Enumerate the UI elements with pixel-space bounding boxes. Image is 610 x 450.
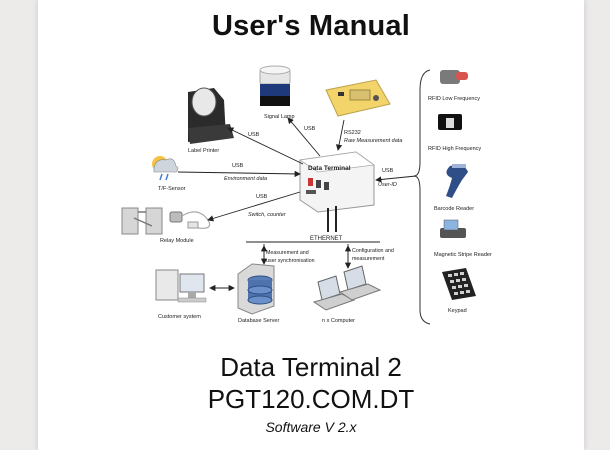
rfid-low-device: RFID Low Frequency: [428, 70, 480, 102]
link-measure: [335, 119, 345, 151]
user-id-label: User-ID: [378, 182, 397, 188]
data-terminal-device: Data Terminal: [298, 151, 376, 232]
rfid-high-label: RFID High Frequency: [428, 146, 481, 152]
manual-title: User's Manual: [211, 10, 411, 42]
computers-device: n x Computer: [312, 265, 382, 324]
link-lamp: [287, 117, 321, 157]
barcode-reader-device: Barcode Reader: [434, 164, 474, 212]
signal-lamp-label: Signal Lamp: [264, 114, 295, 120]
label-printer-label: Label Printer: [188, 148, 219, 154]
rfid-high-device: RFID High Frequency: [428, 114, 481, 152]
link-userid: [375, 175, 417, 183]
database-server-label: Database Server: [238, 318, 279, 324]
usb-printer-label: USB: [248, 132, 260, 138]
config-label-1: Configuration and: [352, 248, 394, 254]
computers-label: n x Computer: [322, 318, 355, 324]
rfid-low-label: RFID Low Frequency: [428, 96, 480, 102]
barcode-reader-label: Barcode Reader: [434, 206, 474, 212]
product-name: Data Terminal 2: [220, 352, 402, 382]
software-version: Software V 2.x: [265, 419, 357, 435]
data-terminal-label: Data Terminal: [308, 165, 351, 172]
tf-sensor-label: T/F-Sensor: [158, 186, 186, 192]
keypad-label: Keypad: [448, 308, 467, 314]
usb-lamp-label: USB: [304, 126, 316, 132]
switch-counter-label: Switch, counter: [248, 212, 287, 218]
magnetic-stripe-device: Magnetic Stripe Reader: [434, 219, 492, 258]
signal-lamp-device: Signal Lamp: [259, 65, 295, 120]
rs232-label: RS232: [344, 130, 361, 136]
database-server-device: Database Server: [237, 263, 279, 324]
measurement-device: RS232 Raw Measurement data: [325, 79, 402, 144]
raw-measurement-label: Raw Measurement data: [344, 138, 402, 144]
magnetic-stripe-label: Magnetic Stripe Reader: [434, 252, 492, 258]
usb-userid-label: USB: [382, 168, 394, 174]
customer-system-label: Customer system: [158, 314, 201, 320]
manual-cover-page: User's Manual Data Terminal: [38, 0, 584, 450]
config-label-2: measurement: [352, 256, 385, 262]
relay-module-device: Relay Module: [121, 207, 211, 244]
product-code: PGT120.COM.DT: [207, 384, 415, 414]
link-env: [177, 170, 301, 178]
measurement-sync-label-1: Measurement and: [266, 250, 309, 256]
label-printer-device: Label Printer: [188, 87, 234, 154]
tf-sensor-device: T/F-Sensor: [152, 156, 186, 192]
measurement-sync-label-2: user synchronisation: [266, 258, 315, 264]
input-devices-bracket: [413, 69, 431, 325]
env-data-label: Environment data: [224, 176, 267, 182]
link-relay: [207, 191, 301, 222]
usb-env-label: USB: [232, 163, 244, 169]
ethernet-label: ETHERNET: [310, 236, 343, 242]
relay-module-label: Relay Module: [160, 238, 194, 244]
usb-relay-label: USB: [256, 194, 268, 200]
customer-system-device: Customer system: [155, 269, 207, 320]
keypad-device: Keypad: [442, 268, 476, 314]
link-printer: [227, 127, 304, 165]
system-diagram: Data Terminal Label Printer Signal Lamp …: [121, 65, 492, 325]
